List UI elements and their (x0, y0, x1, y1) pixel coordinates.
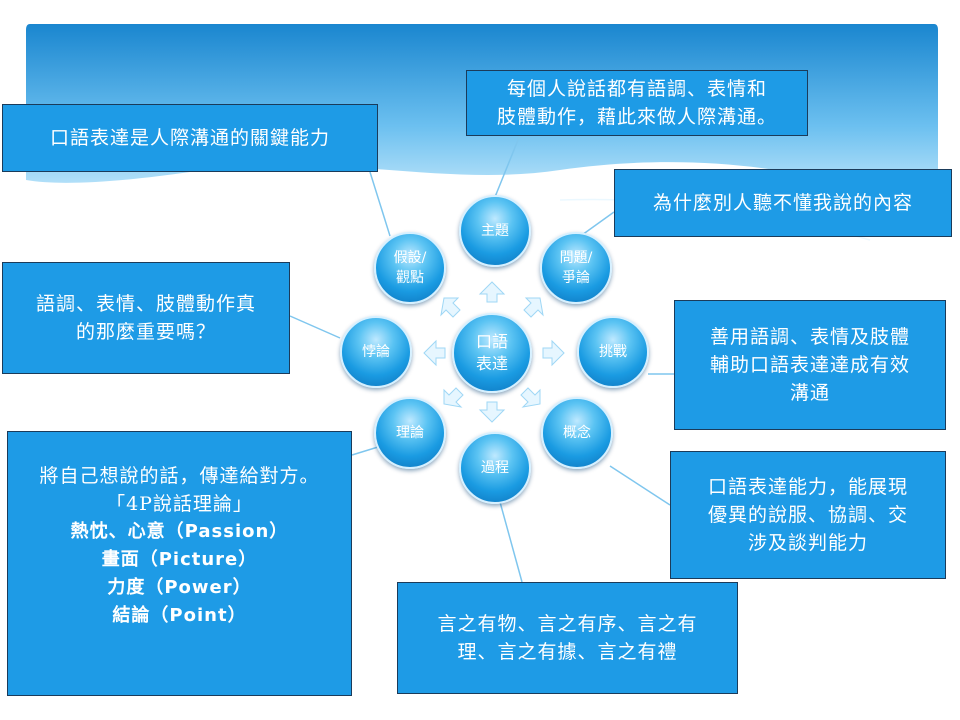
node-issue[interactable]: 問題/ 爭論 (540, 232, 612, 304)
box-why-not-understand-text: 為什麼別人聽不懂我說的內容 (652, 192, 913, 214)
node-contradiction[interactable]: 悖論 (340, 316, 412, 388)
box-use-tone-text: 善用語調、表情及肢體 輔助口語表達達成有效 溝通 (709, 326, 910, 404)
theory-line-point: 結論（Point） (112, 604, 247, 626)
node-concept-label: 概念 (563, 425, 591, 441)
box-really-important-text: 語調、表情、肢體動作真 的那麼重要嗎？ (35, 293, 256, 343)
arrow-left (423, 339, 446, 367)
theory-line-power: 力度（Power） (107, 576, 252, 598)
box-ability-show-text: 口語表達能力，能展現 優異的說服、協調、交 涉及談判能力 (707, 476, 908, 554)
arrow-up (478, 281, 506, 303)
box-really-important: 語調、表情、肢體動作真 的那麼重要嗎？ (2, 262, 290, 374)
node-theme[interactable]: 主題 (459, 195, 531, 267)
arrow-down (478, 401, 506, 423)
box-speech-content: 言之有物、言之有序、言之有 理、言之有據、言之有禮 (397, 582, 738, 694)
box-speech-content-text: 言之有物、言之有序、言之有 理、言之有據、言之有禮 (437, 613, 698, 663)
node-issue-label: 問題/ 爭論 (559, 250, 593, 286)
arrow-down-right (520, 387, 541, 408)
theory-line-2: 「4P說話理論」 (106, 492, 253, 515)
theory-line-1: 將自己想說的話，傳達給對方。 (39, 464, 320, 487)
box-why-not-understand: 為什麼別人聽不懂我說的內容 (614, 169, 952, 237)
node-concept[interactable]: 概念 (541, 397, 613, 469)
box-ability-show: 口語表達能力，能展現 優異的說服、協調、交 涉及談判能力 (670, 451, 946, 579)
node-theory[interactable]: 理論 (374, 397, 446, 469)
box-tone-expression-text: 每個人說話都有語調、表情和 肢體動作，藉此來做人際溝通。 (496, 78, 777, 128)
node-process-label: 過程 (481, 460, 509, 476)
theory-line-passion: 熱忱、心意（Passion） (70, 520, 289, 542)
theory-line-picture: 畫面（Picture） (101, 548, 258, 570)
connector-hypothesis (369, 171, 391, 237)
center-node-label: 口語 表達 (475, 332, 508, 373)
arrow-up-left (440, 297, 461, 318)
node-challenge-label: 挑戰 (599, 344, 627, 360)
center-node-oral-expression[interactable]: 口語 表達 (452, 313, 532, 393)
arrow-right (542, 339, 565, 367)
node-theme-label: 主題 (481, 223, 509, 239)
box-theory-4p: 將自己想說的話，傳達給對方。 「4P說話理論」 熱忱、心意（Passion） 畫… (7, 431, 352, 696)
theory-4p-list: 將自己想說的話，傳達給對方。 「4P說話理論」 熱忱、心意（Passion） 畫… (8, 462, 351, 630)
connector-concept (609, 465, 671, 506)
node-challenge[interactable]: 挑戰 (577, 316, 649, 388)
arrow-down-left (443, 387, 464, 408)
node-process[interactable]: 過程 (459, 432, 531, 504)
node-contradiction-label: 悖論 (362, 344, 390, 360)
connector-theory (351, 446, 379, 456)
connector-contradiction (289, 315, 341, 339)
connector-process (499, 501, 523, 583)
box-key-ability: 口語表達是人際溝通的關鍵能力 (2, 104, 378, 172)
node-hypothesis[interactable]: 假設/ 觀點 (374, 232, 446, 304)
connector-theme (494, 134, 521, 198)
node-hypothesis-label: 假設/ 觀點 (393, 250, 427, 286)
arrow-up-right (523, 297, 544, 318)
node-theory-label: 理論 (396, 425, 424, 441)
box-use-tone: 善用語調、表情及肢體 輔助口語表達達成有效 溝通 (674, 300, 946, 430)
box-key-ability-text: 口語表達是人際溝通的關鍵能力 (49, 127, 330, 149)
box-tone-expression: 每個人說話都有語調、表情和 肢體動作，藉此來做人際溝通。 (466, 70, 808, 136)
